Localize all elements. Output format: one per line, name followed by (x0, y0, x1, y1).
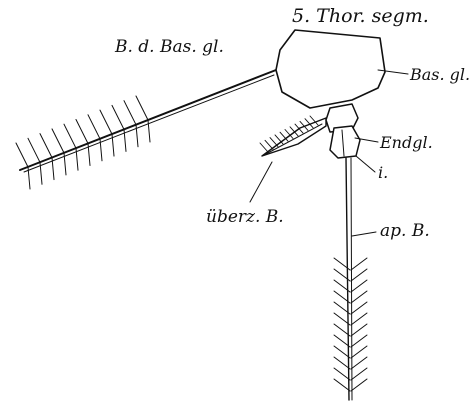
thoracic-segment (276, 30, 385, 108)
apical-barb (351, 335, 367, 347)
basal-barb (64, 124, 76, 148)
apical-barb (351, 379, 367, 391)
label-apical-bristle: ap. B. (380, 221, 430, 241)
basal-barb (16, 143, 28, 167)
label-covered-bristle: überz. B. (206, 207, 284, 227)
apical-barb (351, 291, 367, 303)
apical-barb (334, 368, 350, 380)
label-segment: 5. Thor. segm. (292, 5, 429, 27)
apical-barb (351, 269, 367, 281)
apical-barb (351, 368, 367, 380)
apical-barb (334, 346, 350, 358)
basal-barb (100, 110, 112, 134)
apical-barb (351, 302, 367, 314)
covered-barb (275, 135, 283, 144)
label-end-joint: Endgl. (379, 133, 433, 152)
basal-barb (28, 138, 40, 162)
basal-barb (40, 134, 52, 158)
basal-barb (136, 96, 148, 120)
basal-barb (76, 120, 88, 144)
apical-barb (351, 258, 367, 270)
basal-barb (88, 115, 100, 139)
apical-barb (334, 357, 350, 369)
leader-covered-bristle (250, 162, 272, 202)
label-bristle-basal: B. d. Bas. gl. (114, 37, 224, 57)
apical-barb (351, 346, 367, 358)
basal-barb (52, 129, 64, 153)
apical-barb (351, 324, 367, 336)
apical-barb (351, 313, 367, 325)
apical-barb (334, 379, 350, 391)
leader-i (356, 156, 375, 172)
leader-apical-bristle (352, 232, 376, 236)
label-i: i. (378, 163, 388, 182)
label-basal-joint: Bas. gl. (409, 65, 470, 84)
apical-barb (351, 357, 367, 369)
basal-barb (112, 105, 124, 129)
basal-bristle (16, 70, 276, 189)
apical-barb (351, 280, 367, 292)
basal-barb (124, 101, 136, 125)
covered-barb (265, 140, 273, 149)
covered-bristle (260, 116, 326, 156)
apical-bristle (334, 158, 367, 400)
covered-barb (270, 138, 278, 147)
end-joint (330, 126, 360, 158)
covered-barb (260, 143, 268, 152)
